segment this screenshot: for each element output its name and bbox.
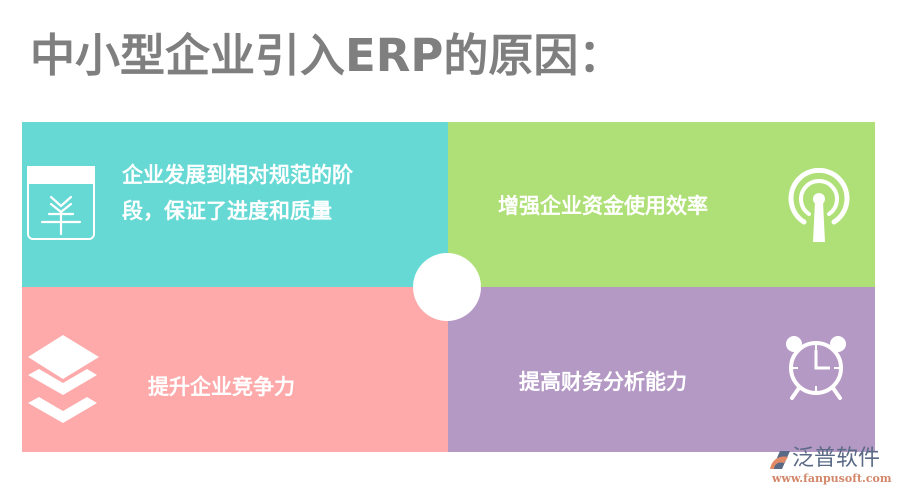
panel-text: 增强企业资金使用效率: [498, 194, 708, 218]
panel-financial-analysis: 提高财务分析能力: [448, 287, 875, 452]
broadcast-antenna-icon: [788, 168, 850, 242]
center-circle: [413, 253, 481, 321]
layers-icon: [28, 335, 99, 423]
panel-text: 企业发展到相对规范的阶 段，保证了进度和质量: [122, 158, 353, 228]
panel-text-line1: 企业发展到相对规范的阶: [122, 163, 353, 187]
alarm-clock-icon: [786, 336, 846, 400]
watermark-url: www.fanpusoft.com: [772, 472, 892, 485]
panel-capital-efficiency: 增强企业资金使用效率: [448, 122, 875, 287]
panel-text-line2: 段，保证了进度和质量: [122, 199, 332, 223]
yuan-calendar-icon: [27, 166, 95, 240]
panel-text: 提高财务分析能力: [519, 370, 687, 394]
page-title: 中小型企业引入ERP的原因：: [30, 29, 624, 82]
panel-standardization: 企业发展到相对规范的阶 段，保证了进度和质量: [22, 122, 448, 287]
fanpu-logo-icon: [770, 451, 790, 469]
panel-text: 提升企业竞争力: [148, 375, 295, 399]
panel-competitiveness: 提升企业竞争力: [22, 287, 448, 452]
watermark-brand: 泛普软件: [792, 446, 881, 471]
watermark: 泛普软件 www.fanpusoft.com: [768, 446, 898, 490]
